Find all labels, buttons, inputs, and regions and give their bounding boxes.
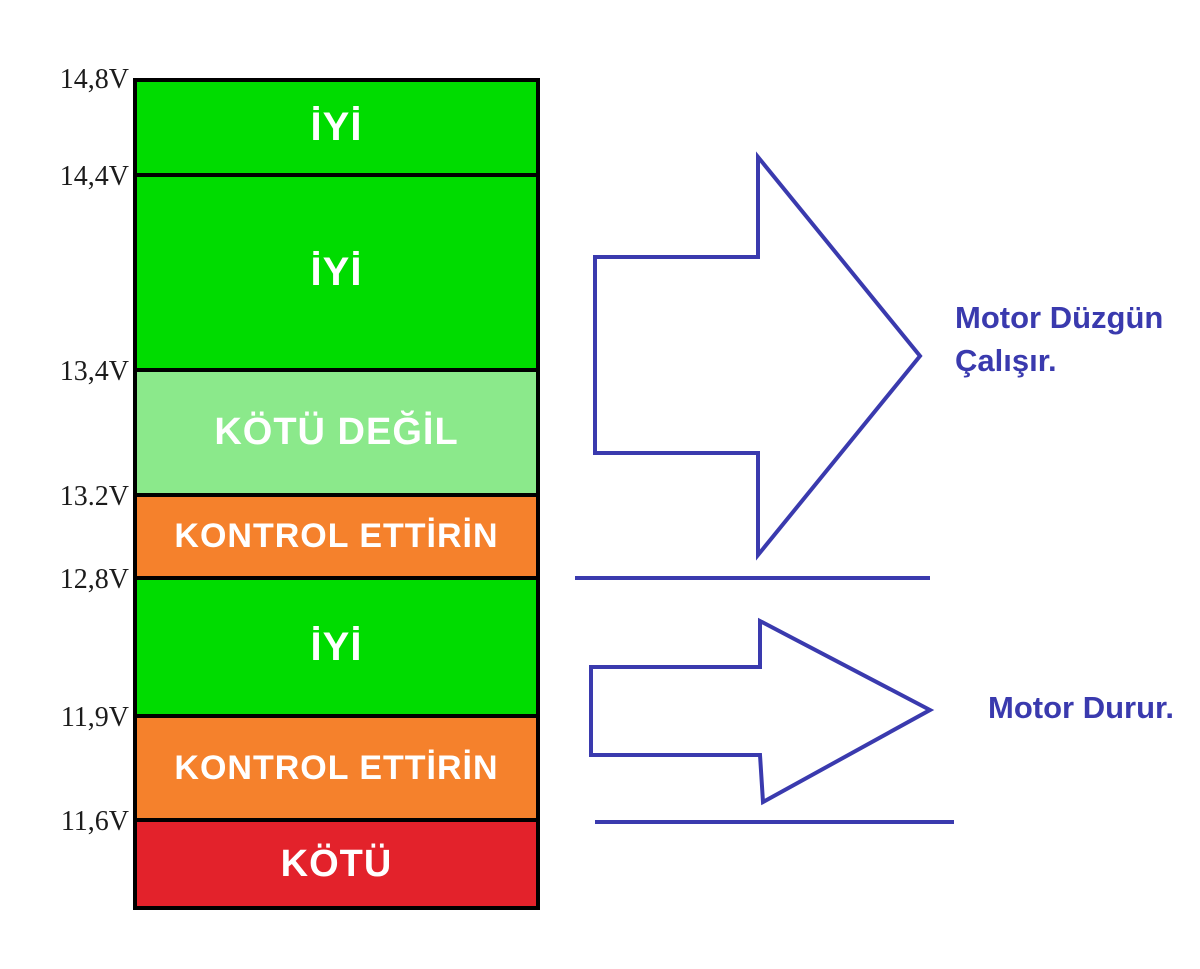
scale-segment: KÖTÜ [137,822,536,906]
voltage-scale: İYİ İYİ KÖTÜ DEĞİL KONTROL ETTİRİN İYİ K… [133,78,540,910]
motor-ok-label-line2: Çalışır. [955,343,1057,378]
voltage-tick-label: 13.2V [59,481,129,512]
scale-segment-label: KÖTÜ DEĞİL [214,411,459,453]
scale-segment: İYİ [137,580,536,718]
scale-segment: KÖTÜ DEĞİL [137,372,536,497]
voltage-tick-label: 11,6V [60,806,129,837]
voltage-tick-label: 11,9V [60,702,129,733]
arrow-motor-stop-icon [589,617,935,806]
scale-segment: İYİ [137,177,536,372]
scale-segment-label: İYİ [310,105,363,149]
scale-segment-label: İYİ [310,250,363,294]
voltage-tick-label: 13,4V [59,356,129,387]
voltage-tick-label: 14,8V [59,64,129,95]
voltage-tick-label: 14,4V [59,161,129,192]
motor-stop-label: Motor Durur. [988,690,1174,725]
arrow-motor-ok-icon [593,151,923,561]
motor-ok-label: Motor Düzgün Çalışır. [955,296,1163,382]
scale-segment-label: KONTROL ETTİRİN [174,748,499,787]
voltage-tick-label: 12,8V [59,564,129,595]
scale-segment: KONTROL ETTİRİN [137,718,536,822]
scale-segment-label: KÖTÜ [280,842,393,885]
scale-segment-label: KONTROL ETTİRİN [174,517,499,555]
motor-ok-label-line1: Motor Düzgün [955,300,1164,335]
scale-segment: İYİ [137,82,536,177]
scale-segment-label: İYİ [310,624,363,669]
scale-segment: KONTROL ETTİRİN [137,497,536,580]
